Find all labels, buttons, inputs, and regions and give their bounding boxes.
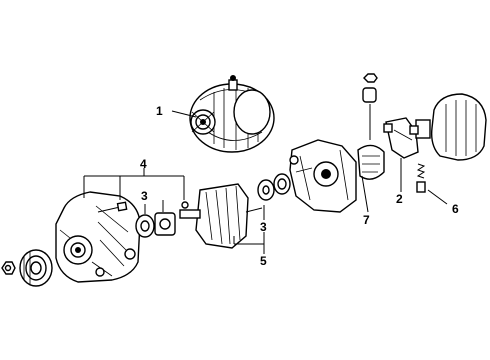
- pulley: [19, 249, 53, 287]
- leader-1: [171, 110, 197, 118]
- rotor: [179, 183, 263, 249]
- alternator-assembly: [189, 75, 275, 153]
- voltage-regulator: [409, 119, 431, 139]
- callout-7: 7: [363, 213, 370, 227]
- rear-bearing: [257, 179, 275, 201]
- pulley-nut: [1, 261, 16, 275]
- rear-end-cover: [430, 93, 487, 161]
- callout-4: 4: [140, 157, 147, 171]
- brush-holder: [383, 117, 419, 159]
- callout-5: 5: [260, 254, 267, 268]
- leader-lines: [83, 158, 448, 254]
- callout-6: 6: [452, 202, 459, 216]
- callout-2: 2: [396, 192, 403, 206]
- rear-housing: [289, 139, 357, 213]
- terminal-insulator: [362, 73, 378, 103]
- front-housing: [55, 191, 141, 283]
- callout-3-right: 3: [260, 220, 267, 234]
- brush-spring: [416, 163, 426, 193]
- callout-1: 1: [156, 104, 163, 118]
- front-bearing: [135, 214, 155, 238]
- bearing-retainer: [154, 212, 176, 236]
- through-bolts: [97, 201, 189, 213]
- bearing-cover: [273, 173, 291, 195]
- rectifier: [357, 104, 385, 180]
- callout-3-left: 3: [141, 189, 148, 203]
